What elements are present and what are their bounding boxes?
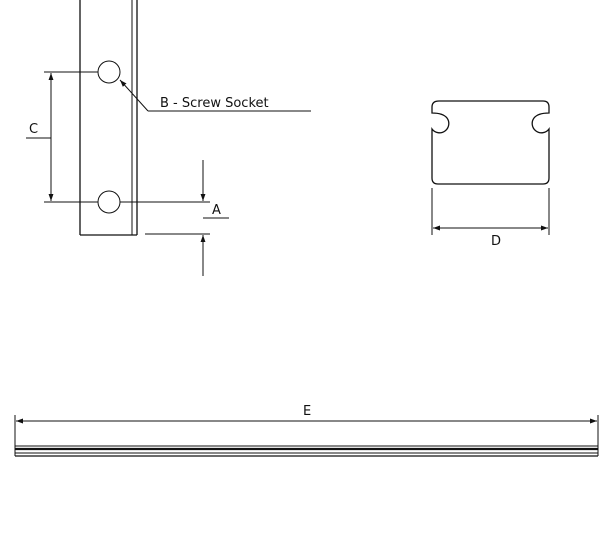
dimension-a	[120, 160, 229, 276]
screw-socket-bottom	[97, 190, 121, 214]
dimension-d	[431, 188, 550, 235]
callout-screw-socket	[119, 79, 311, 112]
strip-side-view	[79, 0, 138, 236]
dimension-d-label: D	[491, 234, 501, 249]
strip-length-view	[14, 415, 599, 457]
callout-screw-socket-label: B - Screw Socket	[160, 96, 269, 111]
dimension-a-label: A	[212, 203, 221, 218]
dimension-e-label: E	[303, 404, 311, 419]
screw-socket-top	[97, 60, 121, 84]
strip-cross-section	[431, 100, 550, 185]
dimension-c-label: C	[29, 122, 38, 137]
dimension-c	[26, 71, 98, 203]
